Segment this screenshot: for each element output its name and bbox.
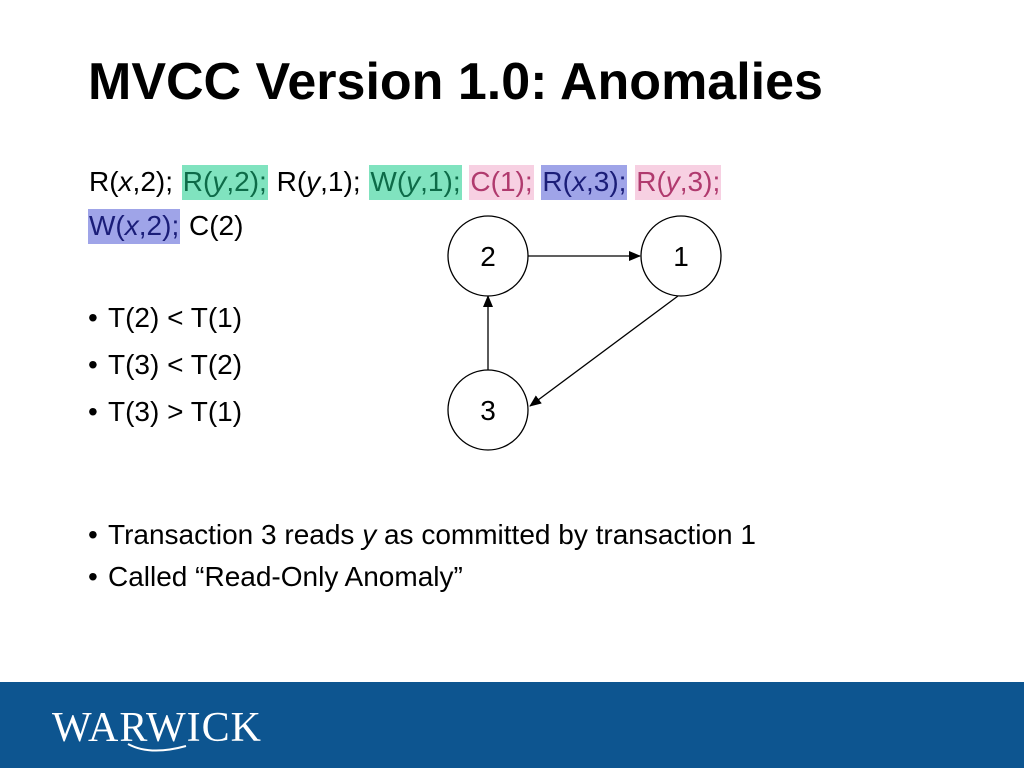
node-1: 1 (640, 215, 722, 297)
bullet-item: •T(3) < T(2) (88, 349, 243, 380)
schedule-op: R(x,2); (89, 166, 174, 197)
schedule-op: R(y,3); (635, 165, 722, 200)
node-label: 1 (673, 241, 689, 272)
schedule-op: W(x,2); (88, 209, 181, 244)
timestamp-bullet-list: •T(2) < T(1) •T(3) < T(2) •T(3) > T(1) (88, 298, 242, 439)
node-2: 2 (447, 215, 529, 297)
edge-1-to-3 (529, 295, 679, 407)
schedule-op: W(y,1); (369, 165, 462, 200)
schedule-op: R(x,3); (541, 165, 628, 200)
schedule-op: R(y,2); (181, 165, 268, 200)
schedule-op: C(2) (189, 210, 244, 241)
precedence-graph: 2 1 3 (447, 215, 722, 451)
bullet-item: •T(3) > T(1) (88, 396, 243, 427)
slide-title: MVCC Version 1.0: Anomalies (88, 53, 823, 111)
bullet-item: •Called “Read-Only Anomaly” (88, 561, 463, 592)
logo-swoosh-icon (127, 743, 187, 752)
bullet-item: •T(2) < T(1) (88, 302, 243, 333)
node-3: 3 (447, 369, 529, 451)
notes-bullet-list: •Transaction 3 reads y as committed by t… (88, 516, 756, 600)
footer-bar: WARWICK (0, 682, 1024, 768)
schedule-op: R(y,1); (276, 166, 361, 197)
schedule-op: C(1); (469, 165, 534, 200)
node-label: 2 (480, 241, 496, 272)
node-label: 3 (480, 395, 496, 426)
bullet-item: •Transaction 3 reads y as committed by t… (88, 519, 756, 550)
warwick-logo: WARWICK (52, 705, 262, 751)
transaction-schedule: R(x,2); R(y,2); R(y,1); W(y,1); C(1); R(… (88, 160, 888, 248)
